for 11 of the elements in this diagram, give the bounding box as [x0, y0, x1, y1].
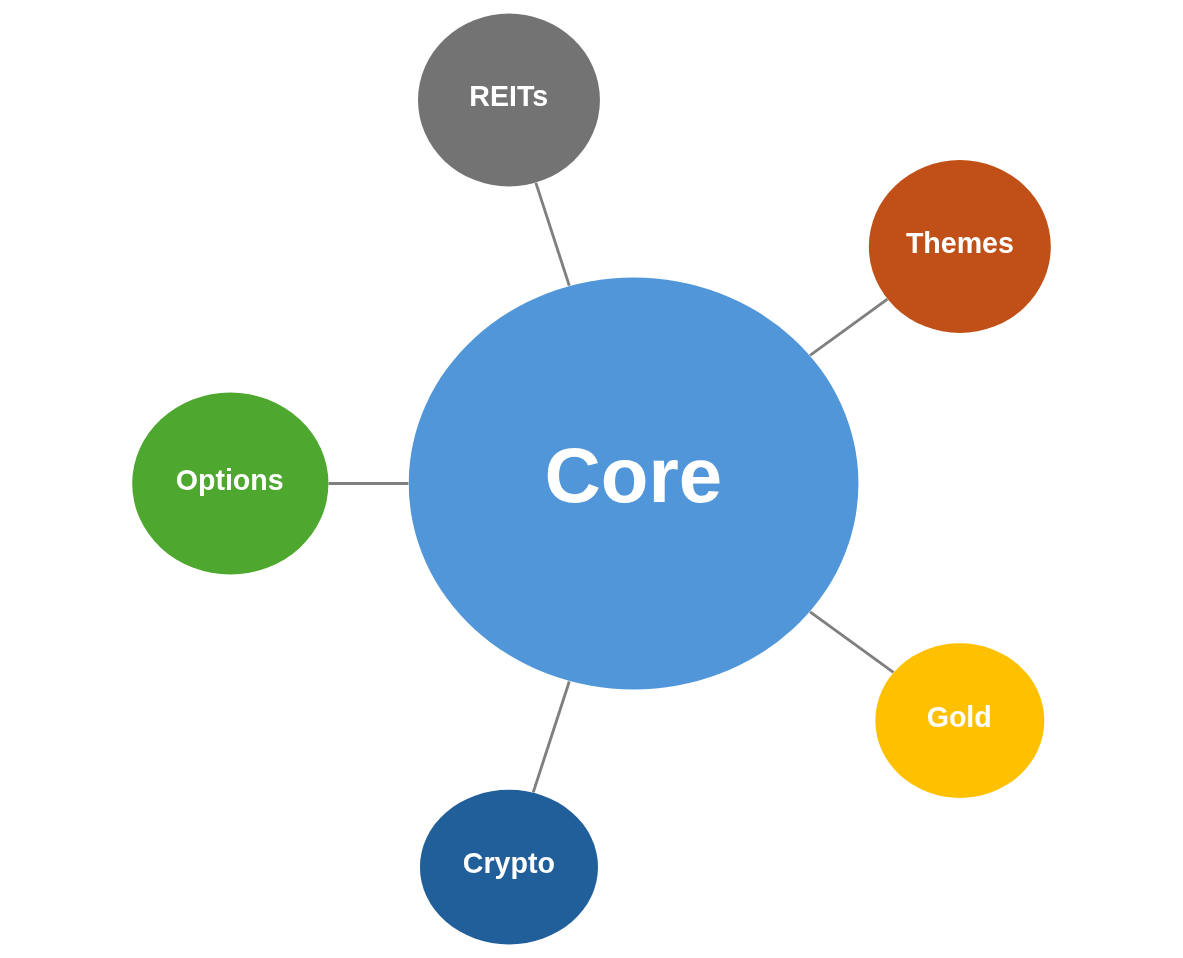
node-circle: REITs	[418, 13, 600, 187]
connector	[809, 297, 889, 357]
node-ellipse: Crypto	[419, 789, 598, 945]
node-circle: Core	[408, 277, 859, 690]
connector	[809, 610, 895, 674]
connector	[534, 182, 571, 287]
connector	[531, 681, 571, 793]
node-circle: Gold	[875, 643, 1045, 798]
connector	[328, 482, 409, 485]
node-circle: Themes	[868, 160, 1051, 333]
node-circle: Options	[132, 392, 329, 575]
